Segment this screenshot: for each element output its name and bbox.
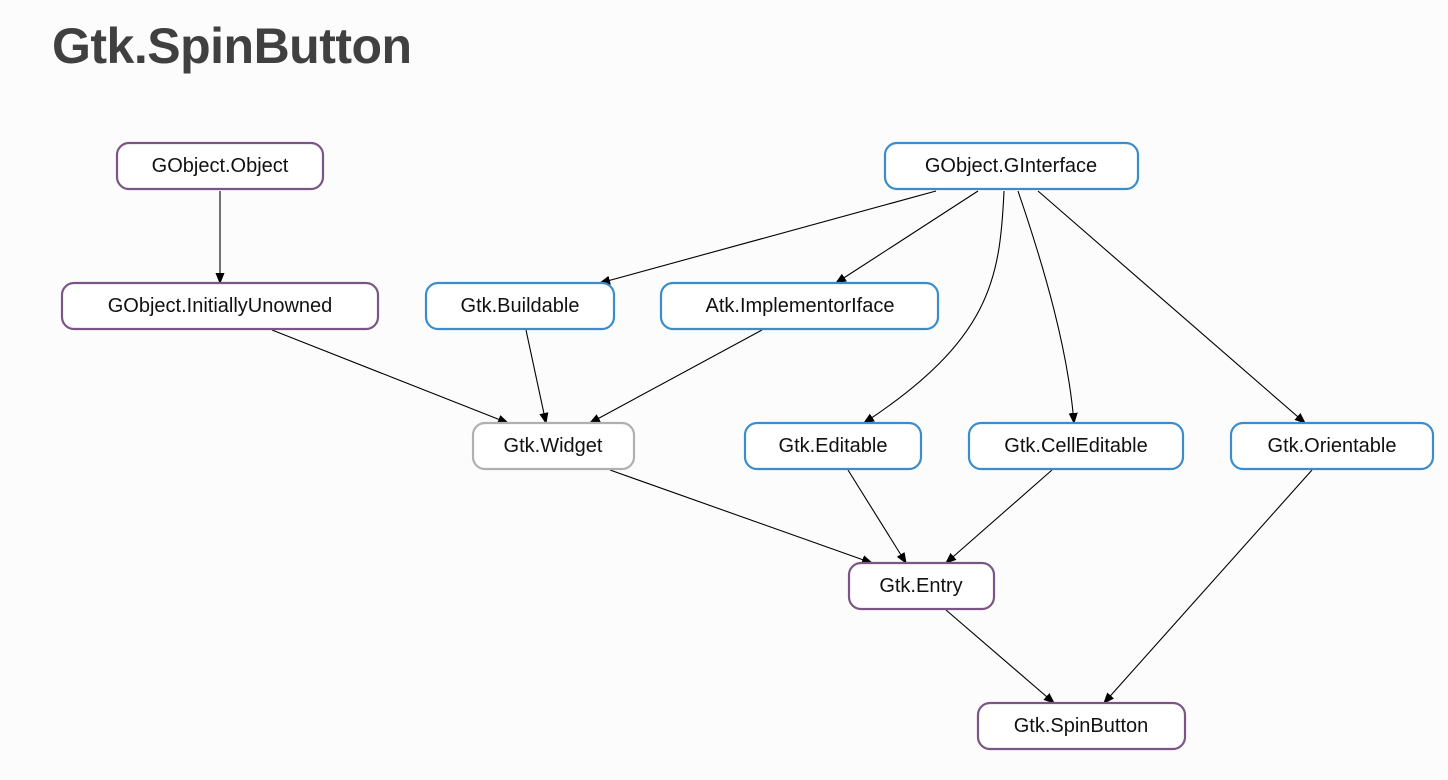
node-gtk-spinbutton[interactable]: Gtk.SpinButton [976, 701, 1187, 751]
edge-buildable-to-widget [525, 329, 546, 423]
node-label: GObject.InitiallyUnowned [108, 295, 333, 317]
node-label: Atk.ImplementorIface [706, 295, 895, 317]
node-gobject-ginterface[interactable]: GObject.GInterface [883, 141, 1140, 191]
node-gobject-initiallyunowned[interactable]: GObject.InitiallyUnowned [60, 281, 380, 331]
edge-celleditable-to-entry [946, 469, 1053, 563]
node-gtk-buildable[interactable]: Gtk.Buildable [424, 281, 616, 331]
node-gtk-celleditable[interactable]: Gtk.CellEditable [967, 421, 1185, 471]
node-label: Gtk.Entry [879, 575, 962, 597]
node-label: Gtk.Orientable [1268, 435, 1397, 457]
node-label: GObject.Object [152, 155, 289, 177]
node-label: Gtk.Buildable [461, 295, 580, 317]
node-atk-implementoriface[interactable]: Atk.ImplementorIface [659, 281, 940, 331]
node-label: GObject.GInterface [925, 155, 1097, 177]
edge-initiallyunowned-to-widget [271, 329, 508, 423]
edge-editable-to-entry [847, 469, 906, 563]
page-title: Gtk.SpinButton [52, 18, 412, 74]
node-gobject-object[interactable]: GObject.Object [115, 141, 325, 191]
node-label: Gtk.CellEditable [1004, 435, 1147, 457]
node-label: Gtk.SpinButton [1014, 715, 1149, 737]
node-gtk-entry[interactable]: Gtk.Entry [847, 561, 996, 611]
edge-widget-to-entry [609, 469, 872, 563]
edge-ginterface-to-buildable [600, 190, 937, 283]
edge-orientable-to-spinbutton [1104, 469, 1313, 703]
node-gtk-editable[interactable]: Gtk.Editable [743, 421, 923, 471]
edge-ginterface-to-implementoriface [836, 190, 979, 283]
node-gtk-widget[interactable]: Gtk.Widget [471, 421, 636, 471]
edge-ginterface-to-celleditable [1017, 190, 1074, 423]
edge-implementoriface-to-widget [590, 329, 763, 423]
edges [220, 190, 1313, 703]
edge-ginterface-to-orientable [1037, 190, 1305, 423]
edge-ginterface-to-editable [864, 190, 1005, 423]
node-label: Gtk.Editable [779, 435, 888, 457]
node-label: Gtk.Widget [504, 435, 603, 457]
edge-entry-to-spinbutton [945, 609, 1054, 703]
node-gtk-orientable[interactable]: Gtk.Orientable [1229, 421, 1435, 471]
